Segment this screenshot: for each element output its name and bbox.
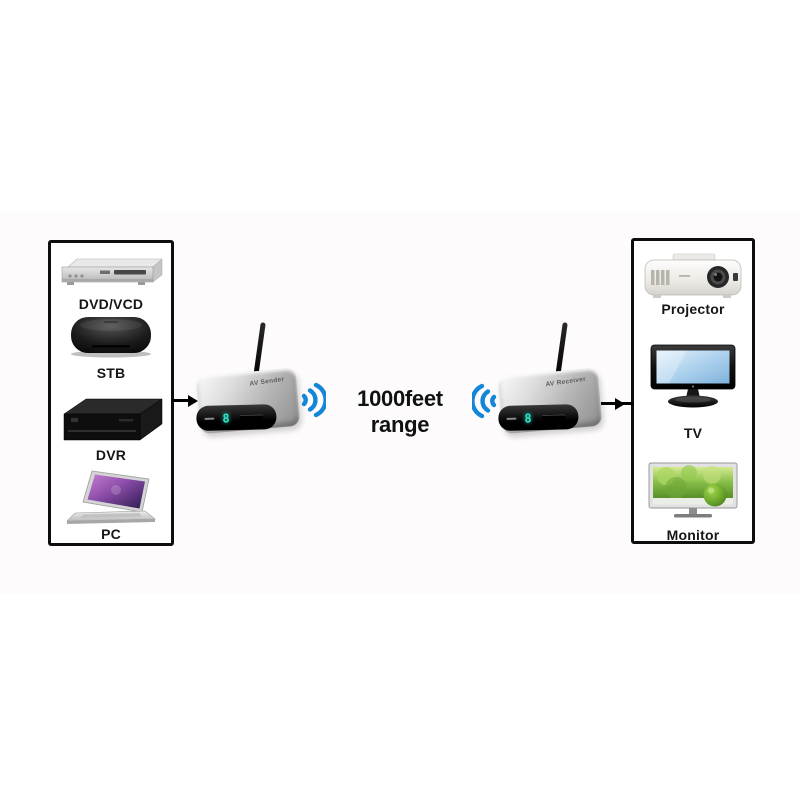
receiver-body: AV Receiver 8 bbox=[497, 367, 603, 435]
monitor-icon bbox=[648, 462, 738, 518]
arrow-right-icon bbox=[188, 395, 198, 407]
display-item-label: Projector bbox=[661, 301, 725, 317]
set-top-box-icon bbox=[71, 317, 151, 358]
arrow-source-to-transmitter bbox=[172, 395, 200, 407]
panel-slot bbox=[239, 414, 264, 420]
wifi-signal-icon-left bbox=[301, 382, 326, 418]
range-label: 1000feet range bbox=[357, 386, 443, 437]
transmitter-top-label: AV Sender bbox=[248, 375, 285, 388]
arrow-receiver-to-display bbox=[601, 398, 635, 410]
source-item-label: PC bbox=[101, 526, 121, 542]
transmitter-body: AV Sender 8 bbox=[195, 367, 301, 435]
led-display: 8 bbox=[524, 410, 532, 425]
arrow-line bbox=[172, 399, 190, 402]
display-item-label: Monitor bbox=[666, 527, 720, 543]
transmitter-front-panel: 8 bbox=[196, 404, 277, 432]
tv-icon bbox=[650, 344, 736, 408]
display-item-label: TV bbox=[683, 425, 703, 441]
dvd-player-icon bbox=[61, 258, 163, 285]
panel-slot bbox=[541, 414, 566, 420]
source-item-label: DVR bbox=[95, 447, 127, 463]
receiver-top-label: AV Receiver bbox=[545, 375, 587, 389]
receiver-front-panel: 8 bbox=[498, 404, 579, 432]
arrow-right-icon bbox=[615, 398, 625, 410]
source-devices-box: DVD/VCD STB DVR bbox=[48, 240, 174, 546]
laptop-icon bbox=[66, 470, 156, 524]
av-receiver: AV Receiver 8 bbox=[497, 320, 606, 435]
source-item-label: STB bbox=[96, 365, 126, 381]
led-display: 8 bbox=[222, 410, 230, 425]
wifi-signal-icon-right bbox=[472, 383, 497, 419]
panel-marking bbox=[506, 417, 517, 420]
av-transmitter: AV Sender 8 bbox=[195, 320, 304, 435]
display-devices-box: Projector TV bbox=[631, 238, 755, 544]
panel-marking bbox=[204, 417, 215, 420]
projector-icon bbox=[644, 253, 742, 298]
dvr-icon bbox=[63, 398, 163, 441]
source-item-label: DVD/VCD bbox=[78, 296, 144, 312]
